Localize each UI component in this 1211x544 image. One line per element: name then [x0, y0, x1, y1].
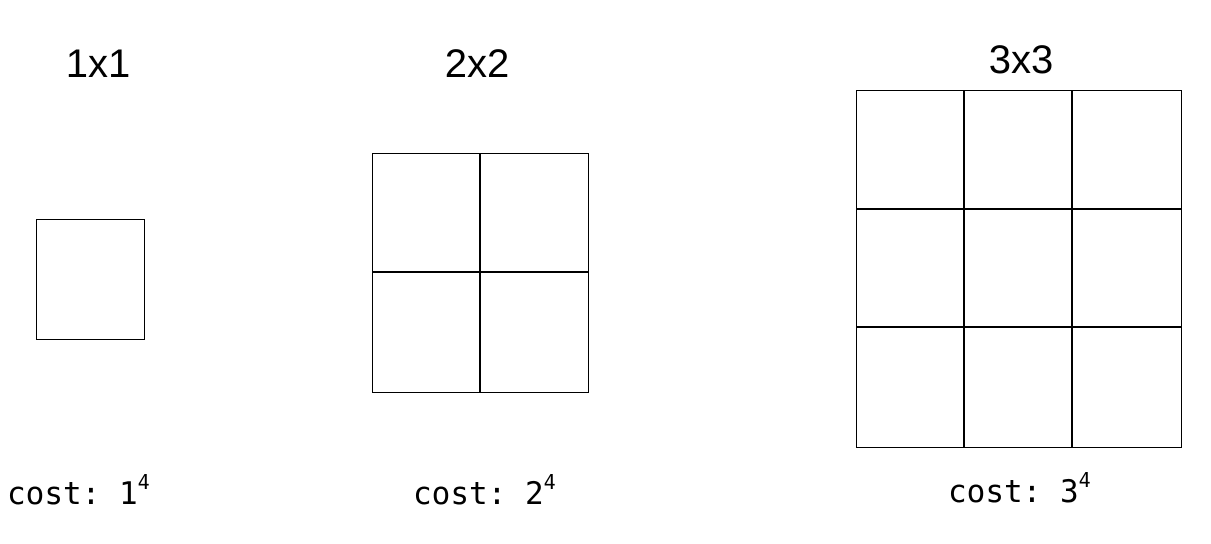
grid-cell — [480, 154, 588, 273]
grid-cell — [373, 273, 481, 392]
grid-cell — [373, 154, 481, 273]
grid-3x3-title: 3x3 — [988, 38, 1054, 82]
grid-cell — [857, 209, 965, 329]
cost-exponent: 4 — [543, 469, 556, 494]
grid-1x1 — [36, 219, 145, 340]
grid-cell — [1073, 210, 1181, 329]
grid-cell — [1073, 91, 1181, 210]
grid-cell — [965, 328, 1073, 447]
grid-cell — [1073, 328, 1181, 447]
grid-2x2-title: 2x2 — [444, 42, 510, 86]
cost-prefix: cost: — [7, 476, 119, 512]
grid-3x3-cost: cost: 34 — [948, 470, 1091, 510]
cost-prefix: cost: — [413, 476, 525, 512]
grid-1x1-title: 1x1 — [65, 42, 131, 86]
cost-base: 3 — [1059, 474, 1079, 510]
grid-cell — [965, 91, 1073, 210]
grid-2x2 — [372, 153, 589, 393]
grid-3x3 — [856, 90, 1182, 448]
grid-1x1-cost: cost: 14 — [7, 472, 150, 512]
cost-exponent: 4 — [137, 469, 150, 494]
cost-prefix: cost: — [948, 474, 1060, 510]
cost-base: 1 — [118, 476, 138, 512]
grid-2x2-cost: cost: 24 — [413, 472, 556, 512]
grid-cell — [965, 209, 1073, 329]
cost-exponent: 4 — [1078, 467, 1091, 492]
grid-cell — [37, 220, 144, 339]
grid-cell — [857, 328, 965, 447]
grid-cell — [857, 91, 965, 210]
cost-base: 2 — [524, 476, 544, 512]
grid-cell — [481, 273, 589, 392]
